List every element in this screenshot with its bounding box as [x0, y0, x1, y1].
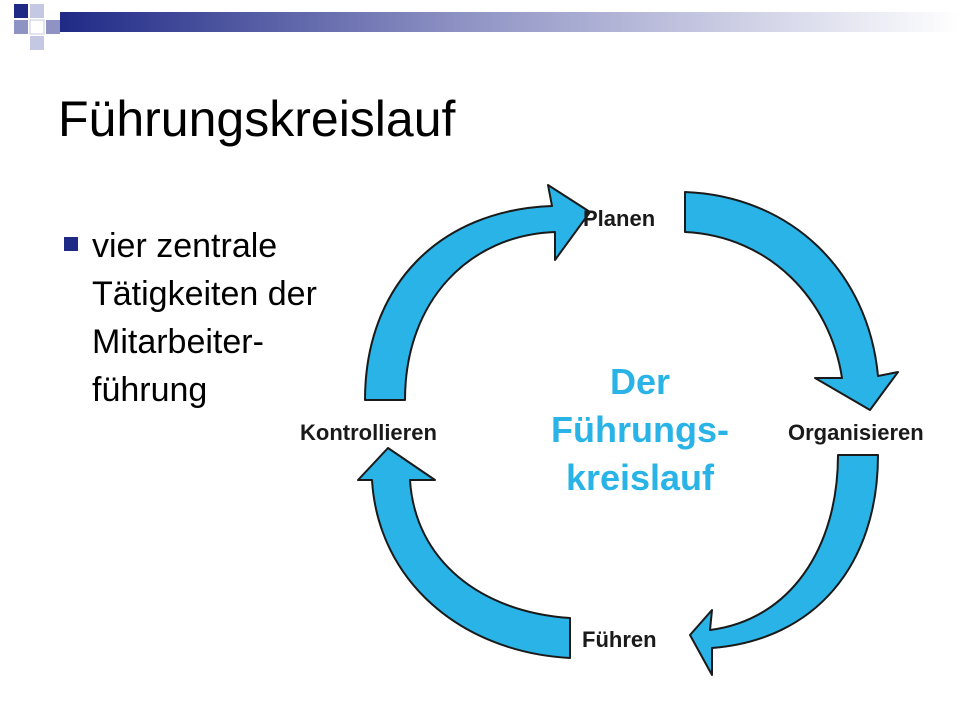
bullet-list: vier zentrale Tätigkeiten der Mitarbeite…	[60, 222, 380, 414]
center-line-2: Führungs-	[551, 409, 729, 450]
bullet-line-4: führung	[92, 371, 208, 409]
bullet-line-1: vier zentrale	[92, 227, 278, 265]
node-planen: Planen	[583, 206, 655, 231]
center-line-3: kreislauf	[566, 457, 715, 498]
arrow-organisieren-to-fuehren	[689, 454, 879, 676]
page-title: Führungskreislauf	[58, 91, 456, 147]
bullet-item: vier zentrale Tätigkeiten der Mitarbeite…	[60, 222, 380, 414]
bullet-line-2: Tätigkeiten der	[92, 275, 317, 313]
arrow-planen-to-organisieren	[684, 191, 899, 411]
center-line-1: Der	[610, 361, 670, 402]
node-organisieren: Organisieren	[788, 420, 924, 445]
header-decoration	[0, 0, 960, 60]
header-band	[14, 4, 960, 50]
square-bullet-icon	[64, 237, 78, 251]
arrow-kontrollieren-to-planen	[364, 184, 591, 401]
bullet-line-3: Mitarbeiter-	[92, 323, 264, 361]
node-kontrollieren: Kontrollieren	[300, 420, 437, 445]
node-fuehren: Führen	[582, 627, 657, 652]
arrow-fuehren-to-kontrollieren	[357, 447, 571, 659]
